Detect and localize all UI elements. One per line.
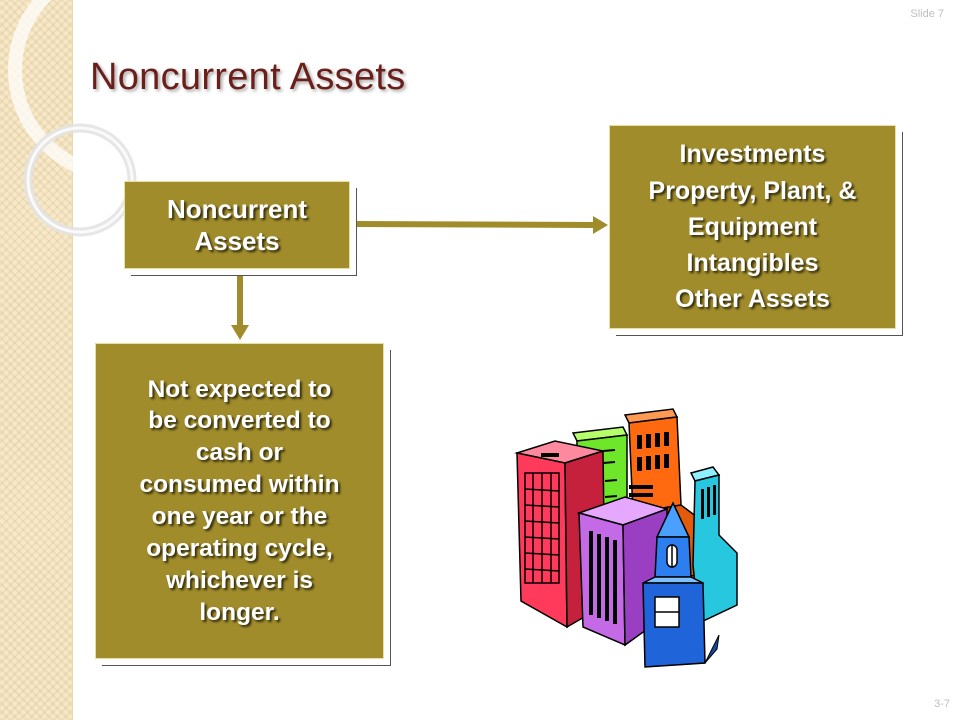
cyan-building	[689, 466, 738, 625]
definition-line-8: longer.	[199, 598, 280, 626]
source-line-1: Noncurrent	[166, 193, 308, 224]
page-code: 3-7	[934, 698, 950, 710]
definition-line-6: operating cycle,	[146, 534, 333, 562]
category-ppe-line-2: Equipment	[687, 212, 818, 241]
definition-line-2: be converted to	[148, 407, 331, 435]
definition-line-3: cash or	[195, 439, 284, 467]
category-intangibles: Intangibles	[686, 249, 819, 278]
blue-building	[642, 501, 720, 668]
arrow-to-categories	[355, 216, 608, 234]
decorative-circles	[8, 0, 200, 237]
page-title: Noncurrent Assets	[90, 56, 406, 98]
asset-categories-box: Investments Property, Plant, & Equipment…	[609, 125, 896, 329]
definition-line-1: Not expected to	[147, 375, 332, 403]
category-other-assets: Other Assets	[675, 285, 830, 314]
arrow-to-definition	[231, 275, 249, 340]
definition-line-5: one year or the	[151, 503, 328, 530]
noncurrent-assets-box: Noncurrent Assets	[124, 181, 350, 269]
category-ppe-line-1: Property, Plant, &	[648, 176, 857, 205]
definition-box: Not expected to be converted to cash or …	[95, 343, 384, 659]
definition-line-7: whichever is	[165, 566, 314, 594]
slide-number: Slide 7	[910, 8, 944, 20]
side-decoration-band	[0, 0, 73, 720]
source-line-2: Assets	[194, 226, 280, 256]
category-investments: Investments	[679, 140, 826, 169]
definition-line-4: consumed within	[139, 471, 340, 499]
city-buildings-icon	[514, 408, 738, 668]
